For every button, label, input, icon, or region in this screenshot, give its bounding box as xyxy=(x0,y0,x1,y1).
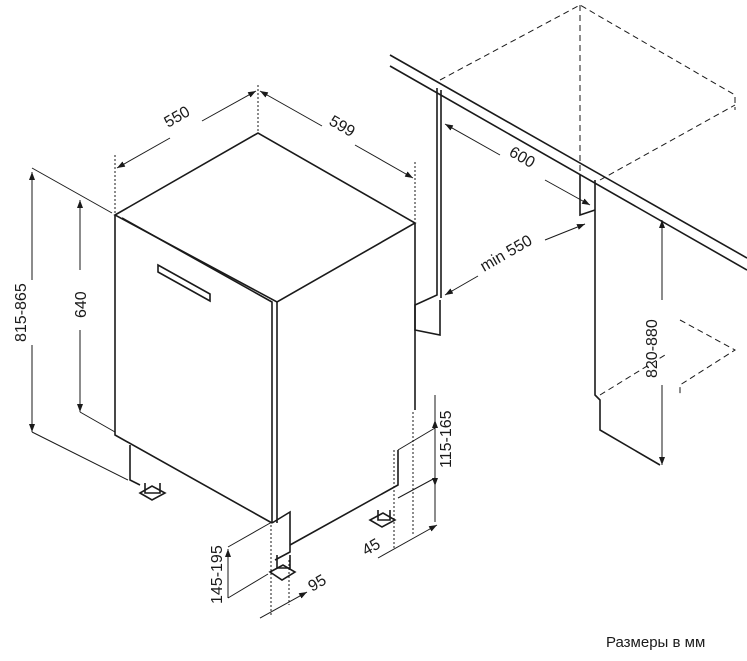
label-foot-offset: 95 xyxy=(306,572,330,596)
dishwasher-dimension-lines xyxy=(29,85,438,619)
units-caption: Размеры в мм xyxy=(606,634,706,651)
label-niche-depth: min 550 xyxy=(478,232,536,275)
label-rear-height: 115-165 xyxy=(438,410,455,468)
label-rear-foot-offset: 45 xyxy=(360,536,384,560)
label-plinth-height: 145-195 xyxy=(209,545,226,604)
door-handle xyxy=(157,263,211,303)
label-total-height: 815-865 xyxy=(13,283,30,342)
dishwasher-outline xyxy=(113,132,417,581)
label-niche-height: 820-880 xyxy=(644,319,661,378)
kitchen-niche xyxy=(389,4,747,466)
label-width: 599 xyxy=(326,113,358,141)
label-door-height: 640 xyxy=(73,291,90,318)
label-depth: 550 xyxy=(162,103,194,131)
